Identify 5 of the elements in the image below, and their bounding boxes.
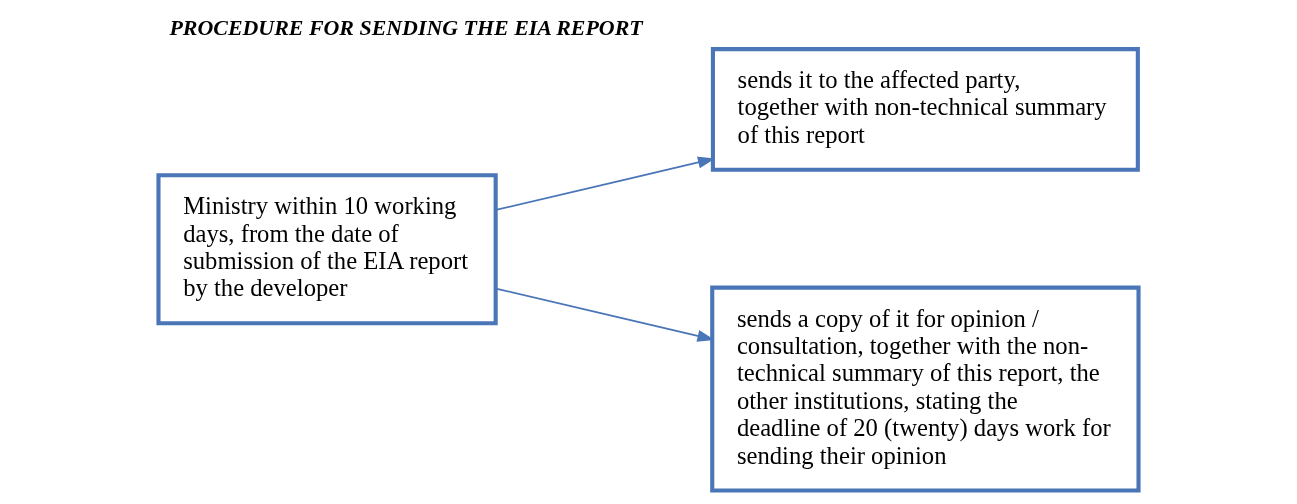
diagram-title: PROCEDURE FOR SENDING THE EIA REPORT bbox=[169, 15, 643, 41]
arrow bbox=[495, 287, 715, 342]
node-box: sends a copy of it for opinion / consultation, together with the non-technical summary of this report, the other institutions, stating the deadline of 20 (twenty) days work for sending their opinion bbox=[710, 285, 1141, 493]
node-box: Ministry within 10 working days, from the date of submission of the EIA report by the developer bbox=[156, 173, 498, 326]
node-box: sends it to the affected party, together with non-technical summary of this report bbox=[710, 47, 1140, 172]
